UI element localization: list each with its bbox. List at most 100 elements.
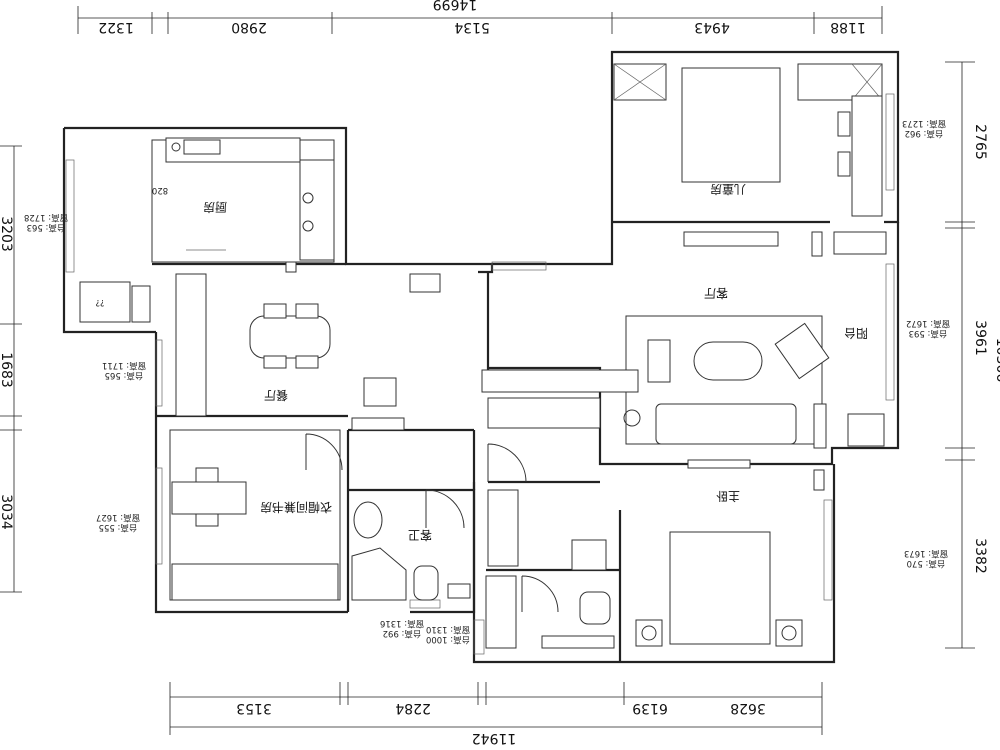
nightstand	[775, 619, 803, 647]
master-bed	[669, 531, 771, 645]
balcony-window-line-1: 窗高: 1672	[906, 318, 950, 329]
bath-window-1-line-1: 窗高: 1316	[380, 618, 424, 629]
dimension-left-2: 1683	[0, 352, 14, 388]
living-door-frame	[811, 231, 823, 257]
dimension-bottom-2: 2284	[395, 700, 431, 716]
kitchen: ?? 820 厨房	[79, 137, 335, 323]
kids-chair	[837, 111, 851, 137]
study-window-line-1: 窗高: 1627	[96, 512, 140, 523]
bottom-dimension-line: 3153 2284 6139 3628 11942	[169, 682, 823, 746]
room-label-kids-room: 儿童房	[710, 182, 746, 197]
dimension-left-3: 3034	[0, 494, 14, 530]
dimension-top-5: 1188	[830, 19, 866, 35]
radiator	[487, 397, 601, 429]
master-bath-toilet	[579, 591, 611, 625]
guest-bath-fixture	[447, 583, 471, 599]
master-window-line-1: 窗高: 1673	[904, 548, 948, 559]
dining-chair	[295, 303, 319, 319]
coffee-table	[693, 341, 763, 381]
dimension-bottom-1: 3153	[236, 700, 272, 716]
room-label-living-room: 客厅	[704, 286, 728, 301]
study-chair	[195, 467, 219, 483]
kitchen-sink	[183, 139, 221, 155]
window-notes-left: 窗高: 1728 台高: 563 窗高: 1711 台高: 565 窗高: 16…	[24, 212, 146, 533]
lamp-icon	[781, 625, 797, 641]
master-bath-cabinet	[571, 539, 607, 571]
windows	[65, 93, 895, 655]
master-tv	[687, 459, 751, 469]
master-door-frame	[813, 469, 825, 491]
dimension-top-3: 5134	[454, 19, 490, 35]
room-label-master-bedroom: 主卧	[716, 489, 740, 503]
dimension-bottom-total: 11942	[472, 730, 517, 746]
dining-chair	[263, 355, 287, 369]
kids-window-line-2: 台高: 962	[905, 128, 944, 139]
dimension-bottom-4: 3628	[730, 700, 766, 716]
shoe-cabinet	[351, 417, 405, 431]
kids-window-line-1: 窗高: 1273	[902, 118, 946, 129]
guest-bath-door-swing	[425, 489, 465, 529]
dining-window-line-2: 台高: 565	[105, 370, 144, 381]
lounge-chair	[774, 322, 830, 380]
window-study	[155, 467, 163, 565]
dimension-left-1: 3203	[0, 216, 14, 252]
study-chair	[195, 513, 219, 527]
study-door-swing	[305, 433, 343, 471]
dimension-right-total: 10306	[993, 338, 1000, 383]
dining-sideboard	[409, 273, 441, 293]
oven	[79, 281, 131, 323]
counter-width-label: 820	[152, 185, 168, 195]
kitchen-window-line-1: 窗高: 1728	[24, 212, 68, 223]
kitchen-column	[285, 261, 297, 273]
balcony-door-frame	[813, 403, 827, 449]
doors	[351, 231, 827, 491]
master-wardrobe	[487, 489, 519, 567]
window-guest-bath	[409, 599, 441, 609]
kitchen-upper-counter	[165, 137, 301, 163]
living-cabinet	[481, 369, 639, 393]
dining-chair	[295, 355, 319, 369]
oven-label: ??	[95, 297, 104, 307]
window-master	[823, 499, 833, 601]
window-kids-room	[885, 93, 895, 191]
window-corridor	[491, 261, 547, 271]
washing-machine	[847, 413, 885, 447]
room-label-guest-bath: 客卫	[408, 528, 432, 543]
guest-bath-toilet	[413, 565, 439, 601]
bath-window-1-line-2: 台高: 992	[383, 628, 422, 639]
stove-burner-icon	[302, 192, 314, 204]
dimension-right-3: 3382	[972, 538, 988, 574]
balcony-window-line-2: 台高: 593	[909, 328, 948, 339]
dimension-top-4: 4943	[694, 19, 730, 35]
room-label-balcony: 阳台	[844, 326, 868, 341]
kids-desk	[851, 95, 883, 217]
kitchen-cabinet	[131, 285, 151, 323]
side-table	[647, 339, 671, 383]
window-bath-2	[473, 619, 485, 655]
study-room: 衣帽间兼书房	[171, 433, 343, 601]
dimension-top-total: 14699	[433, 0, 478, 12]
stove-burner-icon	[302, 220, 314, 232]
guest-bath-shower	[351, 547, 407, 601]
dimension-bottom-3: 6139	[632, 700, 668, 716]
balcony-cabinet	[833, 231, 887, 255]
dimension-right-2: 3961	[972, 320, 988, 356]
dining-chair	[263, 303, 287, 319]
kids-wardrobe-2	[797, 63, 883, 101]
study-window-line-2: 台高: 555	[99, 522, 138, 533]
kids-bed	[681, 67, 781, 183]
kitchen-tap-icon	[171, 142, 181, 152]
living-room: 客厅 阳台 窗高: 1672 台高: 593	[481, 231, 950, 447]
master-window-line-2: 台高: 570	[907, 558, 946, 569]
room-label-kitchen: 厨房	[203, 200, 227, 215]
dining-armchair	[363, 377, 397, 407]
sofa	[655, 403, 797, 445]
dimension-right-1: 2765	[972, 124, 988, 160]
right-dimension-line: 2765 3961 3382 10306	[945, 61, 1000, 649]
kitchen-window-line-2: 台高: 563	[27, 222, 66, 233]
study-wardrobe	[171, 563, 339, 601]
tv-console	[683, 231, 779, 247]
room-label-dining: 餐厅	[264, 388, 288, 403]
